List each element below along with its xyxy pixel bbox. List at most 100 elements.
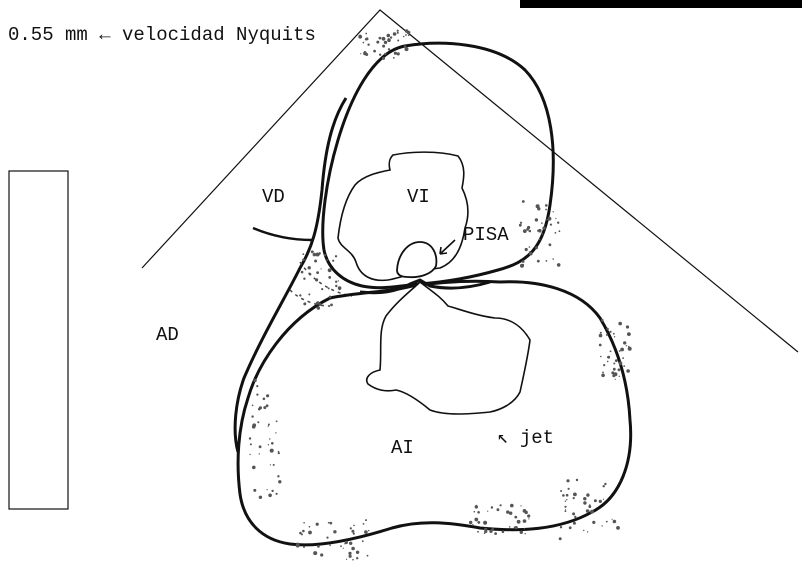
speckle-dot	[586, 493, 589, 496]
speckle-dot	[514, 516, 517, 519]
speckle-dot	[266, 404, 269, 407]
speckle-dot	[382, 45, 385, 48]
speckle-dot	[491, 529, 494, 532]
speckle-dot	[613, 333, 615, 335]
speckle-dot	[321, 268, 322, 269]
speckle-dot	[484, 530, 487, 533]
speckle-dot	[619, 361, 623, 365]
speckle-dot	[351, 547, 355, 551]
speckle-dot	[522, 260, 525, 263]
speckle-dot	[309, 526, 311, 528]
speckle-dot	[268, 494, 272, 498]
speckle-dot	[376, 41, 379, 44]
speckle-dot	[348, 552, 351, 555]
speckle-dot	[316, 271, 319, 274]
speckle-dot	[535, 246, 538, 249]
speckle-dot	[606, 521, 608, 523]
speckle-dot	[509, 526, 511, 528]
speckle-dot	[249, 454, 250, 455]
speckle-dot	[269, 438, 270, 439]
speckle-dot	[565, 501, 566, 502]
speckle-dot	[573, 497, 575, 499]
speckle-dot	[338, 280, 339, 281]
speckle-dot	[599, 334, 603, 338]
speckle-dot	[477, 521, 480, 524]
speckle-dot	[514, 526, 516, 528]
speckle-dot	[362, 540, 364, 542]
speckle-dot	[520, 531, 523, 534]
speckle-dot	[270, 449, 274, 453]
speckle-dot	[320, 553, 323, 556]
speckle-dot	[366, 37, 369, 40]
speckle-dot	[601, 319, 604, 322]
speckle-dot	[576, 479, 578, 481]
speckle-dot	[315, 278, 318, 281]
speckle-dot	[590, 510, 594, 514]
speckle-dot	[626, 345, 627, 346]
speckle-dot	[308, 531, 312, 535]
label-ad: AD	[156, 324, 179, 346]
speckle-dot	[397, 32, 399, 34]
speckle-dot	[405, 34, 407, 36]
speckle-dot	[527, 226, 530, 229]
speckle-dot	[358, 35, 362, 39]
speckle-dot	[545, 209, 547, 211]
speckle-dot	[541, 222, 543, 224]
speckle-dot	[271, 442, 274, 445]
speckle-dot	[616, 526, 620, 530]
speckle-dot	[343, 548, 344, 549]
speckle-dot	[601, 525, 602, 526]
speckle-dot	[317, 545, 320, 548]
speckle-dot	[622, 357, 624, 359]
speckle-dot	[555, 218, 556, 219]
speckle-dot	[545, 204, 548, 207]
speckle-dot	[328, 522, 330, 524]
speckle-dot	[278, 480, 281, 483]
speckle-dot	[600, 332, 602, 334]
speckle-dot	[619, 376, 620, 377]
speckle-dot	[266, 394, 269, 397]
speckle-dot	[329, 296, 332, 299]
speckle-dot	[600, 356, 602, 358]
speckle-dot	[487, 511, 488, 512]
speckle-dot	[368, 530, 369, 531]
speckle-dot	[522, 264, 524, 266]
speckle-dot	[373, 50, 376, 53]
speckle-dot	[542, 226, 545, 229]
pisa-region	[397, 242, 436, 277]
speckle-dot	[365, 519, 367, 521]
speckle-dot	[303, 278, 305, 280]
speckle-dot	[623, 365, 625, 367]
speckle-dot	[566, 499, 567, 500]
speckle-dot	[615, 379, 616, 380]
speckle-dot	[539, 239, 541, 241]
speckle-dot	[258, 408, 261, 411]
speckle-dot	[618, 322, 622, 326]
speckle-dot	[627, 332, 631, 336]
speckle-dot	[252, 405, 254, 407]
label-pisa: PISA	[463, 224, 509, 246]
speckle-dot	[609, 331, 611, 333]
speckle-dot	[326, 259, 328, 261]
nyquist-scale-box	[9, 171, 68, 509]
speckle-dot	[268, 425, 269, 426]
speckle-dot	[550, 224, 552, 226]
speckle-dot	[572, 512, 575, 515]
speckle-dot	[346, 559, 347, 560]
speckle-dot	[351, 530, 354, 533]
speckle-dot	[276, 420, 278, 422]
speckle-dot	[316, 523, 319, 526]
speckle-dot	[494, 532, 497, 535]
speckle-dot	[299, 294, 301, 296]
speckle-dot	[330, 304, 333, 307]
speckle-dot	[537, 230, 539, 232]
speckle-dot	[367, 555, 369, 557]
speckle-dot	[267, 489, 268, 490]
speckle-dot	[620, 348, 624, 352]
lv-outline	[323, 43, 554, 287]
speckle-dot	[403, 36, 405, 38]
speckle-dot	[537, 260, 540, 263]
speckle-dot	[603, 364, 605, 366]
speckle-dot	[599, 500, 602, 503]
